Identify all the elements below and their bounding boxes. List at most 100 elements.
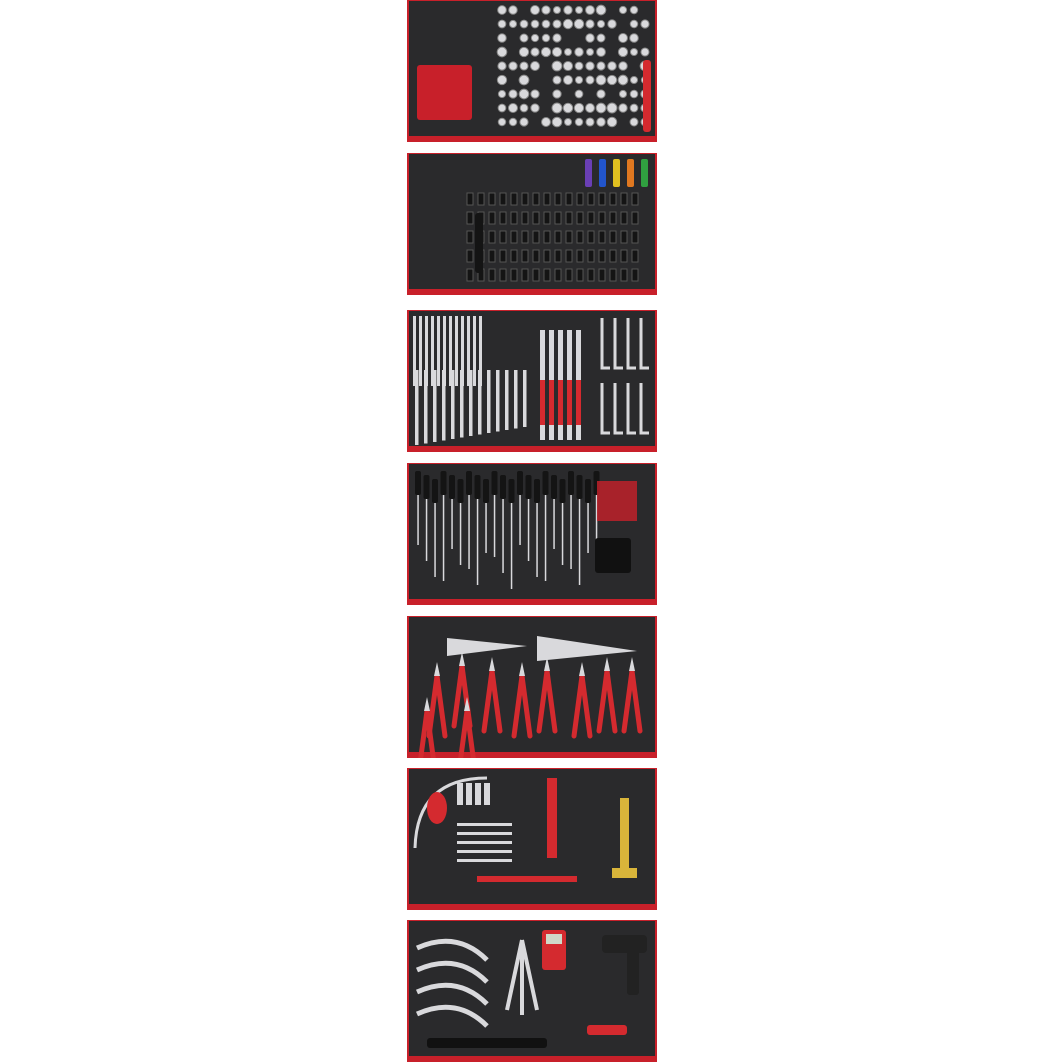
- punch: [457, 841, 512, 844]
- impact-socket: [613, 159, 620, 187]
- socket: [585, 19, 595, 29]
- bit-socket: [598, 192, 606, 206]
- bit-socket: [576, 192, 584, 206]
- bit-socket: [620, 249, 628, 263]
- socket: [596, 61, 606, 71]
- punch: [457, 823, 512, 826]
- socket-wrench: [600, 383, 610, 435]
- socket-adapter: [466, 783, 472, 805]
- socket: [541, 117, 551, 127]
- socket: [640, 19, 650, 29]
- socket: [563, 5, 573, 15]
- bit-socket: [620, 268, 628, 282]
- seal-hook: [415, 982, 489, 1006]
- tray-wrenches: [407, 310, 657, 452]
- screwdriver-blade: [536, 503, 538, 577]
- screwdriver-blade: [561, 503, 564, 565]
- tray-bits-image: [407, 153, 657, 295]
- ratchet-handle: [643, 60, 651, 132]
- combination-wrench: [467, 316, 470, 386]
- socket: [574, 89, 584, 99]
- socket: [497, 117, 507, 127]
- socket: [518, 74, 530, 86]
- impact-socket: [627, 159, 634, 187]
- torque-ratchet: [475, 213, 483, 273]
- plier-jaw: [544, 657, 550, 671]
- bit-socket: [587, 230, 595, 244]
- screwdriver-blade: [544, 495, 547, 581]
- bit-socket: [576, 211, 584, 225]
- bit-socket: [598, 249, 606, 263]
- bit-socket: [499, 249, 507, 263]
- socket: [518, 46, 530, 58]
- tray-lip: [407, 599, 657, 605]
- plier-jaw: [579, 662, 585, 676]
- seal-hook: [415, 1004, 489, 1028]
- socket: [629, 103, 639, 113]
- bit-socket: [488, 230, 496, 244]
- combination-wrench: [461, 316, 464, 386]
- bit-socket: [631, 268, 639, 282]
- tray-wrenches-image: [407, 310, 657, 452]
- socket: [562, 60, 574, 72]
- screwdriver-handle: [415, 471, 421, 495]
- plier-handle: [418, 708, 430, 758]
- socket: [562, 18, 574, 30]
- bit-socket: [499, 268, 507, 282]
- socket-wrench: [626, 318, 636, 370]
- wrench-grip: [549, 380, 554, 425]
- screwdriver-blade: [493, 495, 496, 557]
- socket-adapter: [484, 783, 490, 805]
- bit-socket: [499, 192, 507, 206]
- socket: [617, 74, 629, 86]
- tray-lip: [407, 904, 657, 910]
- socket: [640, 47, 650, 57]
- socket: [618, 33, 628, 43]
- socket: [518, 88, 530, 100]
- combination-wrench: [479, 316, 482, 386]
- bit-socket: [565, 268, 573, 282]
- bit-socket: [532, 230, 540, 244]
- socket: [497, 33, 507, 43]
- tray-pullers: [407, 920, 657, 1062]
- tool-handle: [587, 1025, 627, 1035]
- bit-socket: [554, 230, 562, 244]
- tray-bits: [407, 153, 657, 295]
- screwdriver-handle: [500, 475, 506, 499]
- socket: [530, 33, 540, 43]
- foam-insert: [409, 769, 655, 904]
- water-pump-pliers: [537, 636, 637, 661]
- bit-socket: [609, 192, 617, 206]
- socket: [606, 74, 618, 86]
- combination-wrench: [514, 370, 518, 429]
- plier-handle: [621, 668, 635, 734]
- socket: [562, 102, 574, 114]
- bit-socket: [532, 268, 540, 282]
- socket: [629, 5, 639, 15]
- screwdriver-blade: [485, 503, 487, 553]
- bit-socket: [576, 268, 584, 282]
- bit-socket: [598, 211, 606, 225]
- bit-socket: [510, 268, 518, 282]
- socket: [585, 75, 595, 85]
- combination-wrench: [451, 370, 455, 439]
- socket: [596, 89, 606, 99]
- screwdriver-blade: [587, 503, 589, 553]
- bit-socket: [565, 230, 573, 244]
- bit-socket: [620, 211, 628, 225]
- bit-socket: [620, 230, 628, 244]
- socket: [540, 46, 552, 58]
- socket: [574, 5, 584, 15]
- screwdriver-handle: [432, 479, 438, 503]
- wrench-grip: [558, 380, 563, 425]
- screwdriver-handle: [483, 479, 489, 503]
- bit-socket: [576, 230, 584, 244]
- socket: [508, 117, 518, 127]
- seal-hook: [415, 960, 489, 984]
- screwdriver-blade: [510, 503, 513, 589]
- plier-handle: [489, 668, 503, 734]
- plier-handle: [434, 673, 448, 739]
- socket: [596, 47, 606, 57]
- screwdriver-handle: [551, 475, 557, 499]
- socket: [563, 75, 573, 85]
